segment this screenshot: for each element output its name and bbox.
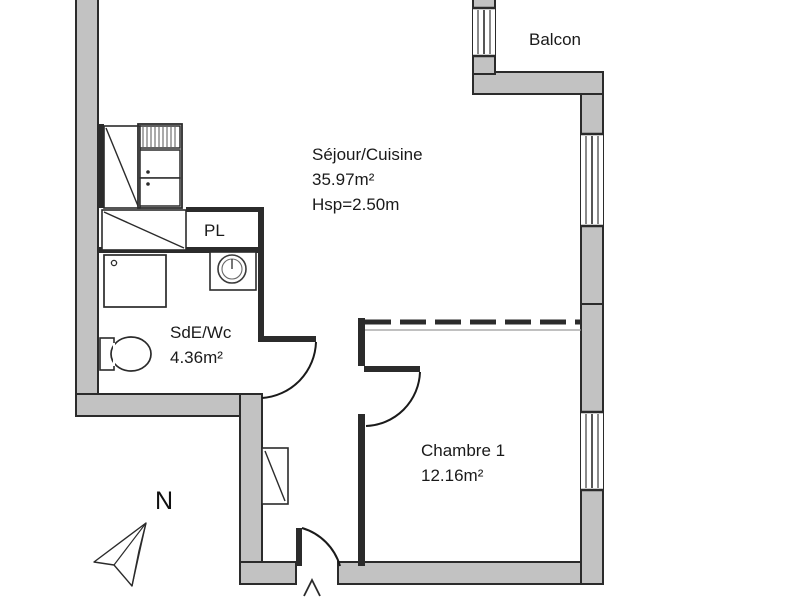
wall-south-bath-block <box>75 393 263 417</box>
partition-kitchen-top <box>98 124 104 208</box>
kitchen-fixtures <box>101 123 187 251</box>
room-name-balcon: Balcon <box>529 30 581 49</box>
room-label-chambre-1: Chambre 1 12.16m² <box>421 438 505 488</box>
room-label-sde-wc: SdE/Wc 4.36m² <box>170 320 231 370</box>
wall-south-left-of-entry <box>239 561 297 585</box>
room-area-chambre: 12.16m² <box>421 466 484 485</box>
room-height-sejour: Hsp=2.50m <box>312 195 400 214</box>
shower-fixture <box>103 254 167 308</box>
partition-bedroom-west-lower <box>358 414 365 566</box>
dashed-partition-bedroom-north <box>365 319 581 331</box>
room-name-placard: PL <box>204 221 225 240</box>
east-window-upper <box>581 132 603 228</box>
sink-fixture <box>139 125 181 149</box>
wall-hall-west <box>239 393 263 585</box>
counter-fixture-upper-left <box>103 125 141 209</box>
partition-pl-top <box>186 207 264 212</box>
room-label-balcon: Balcon <box>529 27 581 52</box>
compass-arrow-icon <box>93 522 147 587</box>
doors <box>258 336 421 597</box>
balcony-window <box>473 6 495 58</box>
room-label-sejour-cuisine: Séjour/Cuisine 35.97m² Hsp=2.50m <box>312 142 423 217</box>
room-area-sde: 4.36m² <box>170 348 223 367</box>
washing-machine-fixture <box>209 251 257 291</box>
wall-south-right-of-entry <box>337 561 604 585</box>
partition-pl-east <box>258 207 264 251</box>
bedroom-door <box>364 366 421 427</box>
partition-bath-east <box>258 247 264 337</box>
bathroom-fixtures <box>99 251 257 372</box>
wall-west-exterior <box>75 0 99 417</box>
room-area-sejour: 35.97m² <box>312 170 375 189</box>
counter-fixture-lower <box>101 209 187 251</box>
hall-niche <box>261 447 289 505</box>
room-name-chambre: Chambre 1 <box>421 441 506 460</box>
wall-structure <box>75 0 604 585</box>
entry-door <box>296 527 341 597</box>
room-name-sejour: Séjour/Cuisine <box>312 145 423 164</box>
bathroom-door <box>258 336 317 399</box>
cooktop-fixture <box>139 149 181 207</box>
partition-bedroom-west <box>358 318 365 366</box>
east-window-lower <box>581 410 603 492</box>
kitchen-unit-frame <box>137 123 183 209</box>
room-label-placard: PL <box>204 218 225 243</box>
north-label: N <box>155 487 174 515</box>
wall-balcony-slab-edge <box>472 71 604 95</box>
room-name-sde: SdE/Wc <box>170 323 232 342</box>
toilet-fixture <box>99 336 152 372</box>
